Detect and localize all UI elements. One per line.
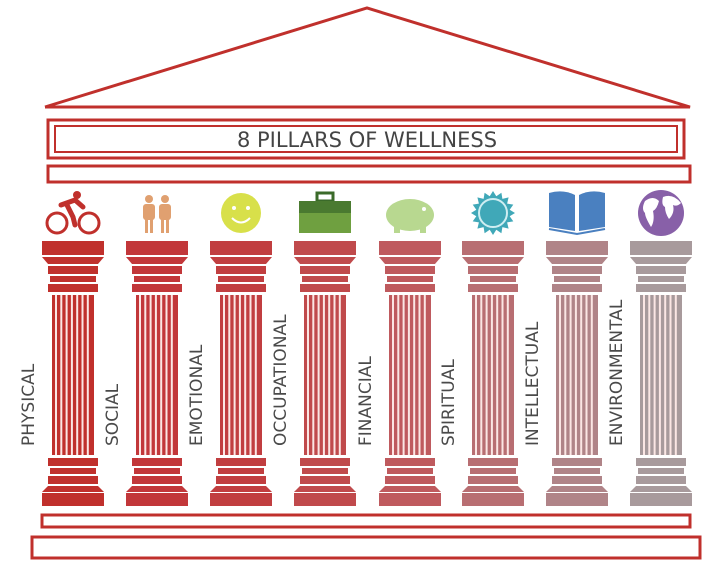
people-icon: [143, 195, 171, 233]
pillar-intellectual: INTELLECTUAL: [523, 191, 608, 506]
book-icon: [548, 191, 606, 236]
title-box-inner: [54, 125, 678, 153]
briefcase-icon: [299, 191, 351, 233]
pillar-social: SOCIAL: [103, 195, 188, 506]
entablature-bar: [46, 164, 692, 184]
upper-step: [40, 513, 692, 529]
cyclist-icon: [45, 191, 101, 235]
pillar-label: INTELLECTUAL: [523, 321, 543, 446]
roof: [44, 6, 691, 109]
pillar-environmental: ENVIRONMENTAL: [607, 190, 692, 506]
globe-icon: [638, 190, 684, 236]
title-box-outer: [46, 118, 686, 160]
diagram-title: 8 PILLARS OF WELLNESS: [237, 128, 497, 152]
pillar-emotional: EMOTIONAL: [187, 193, 272, 506]
pillar-financial: FINANCIAL: [356, 196, 441, 506]
pillar-label: SOCIAL: [103, 383, 123, 446]
sun-icon: [471, 191, 515, 235]
pillar-label: EMOTIONAL: [187, 344, 207, 446]
pillar-spiritual: SPIRITUAL: [439, 191, 524, 506]
pillar-label: OCCUPATIONAL: [271, 314, 291, 446]
pillar-physical: PHYSICAL: [19, 191, 104, 506]
pillar-label: SPIRITUAL: [439, 359, 459, 446]
lower-step: [30, 535, 702, 560]
smiley-icon: [221, 193, 261, 233]
pillar-label: ENVIRONMENTAL: [607, 299, 627, 446]
pillar-occupational: OCCUPATIONAL: [271, 191, 356, 506]
pillar-label: PHYSICAL: [19, 363, 39, 446]
pillar-label: FINANCIAL: [356, 356, 376, 446]
piggy-bank-icon: [386, 196, 434, 233]
